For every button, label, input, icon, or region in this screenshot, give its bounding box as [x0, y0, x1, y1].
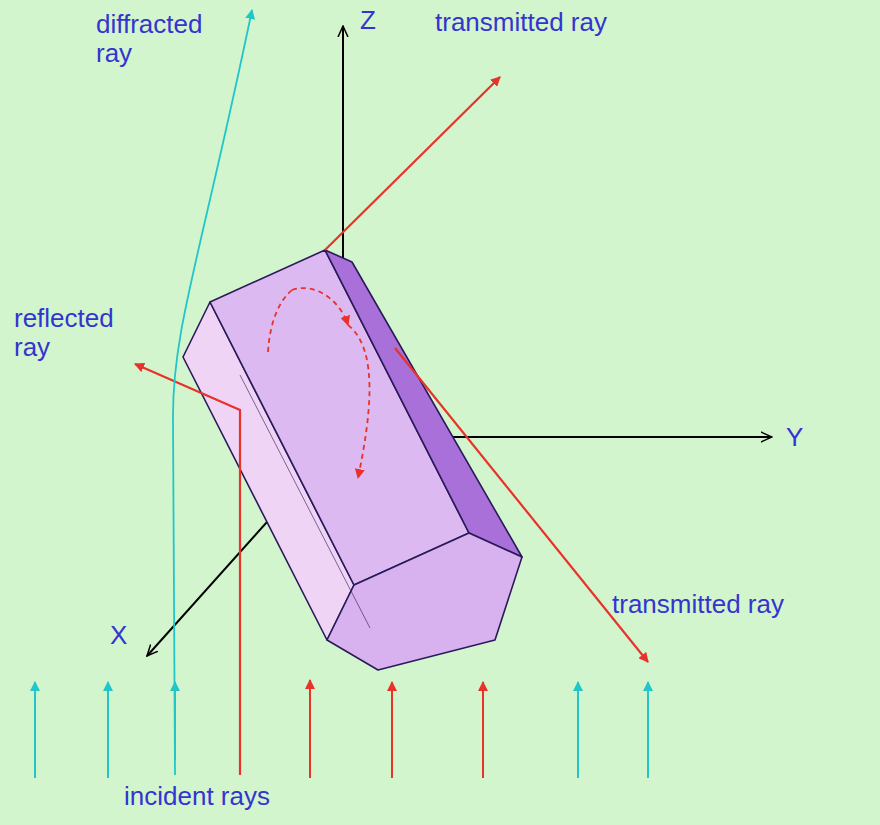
ray-label: transmitted ray: [435, 8, 607, 37]
axis-label: Z: [360, 6, 376, 35]
ray-label: diffracted ray: [96, 10, 236, 68]
hexagonal-prism: [183, 250, 522, 670]
incident-arrows: [35, 680, 648, 778]
ray-label: transmitted ray: [612, 590, 784, 619]
internal-rays: [268, 288, 370, 478]
diffracted-ray: [173, 10, 252, 775]
ray-label: reflected ray: [14, 304, 129, 362]
reflected-ray: [135, 364, 240, 775]
axis-label: X: [110, 621, 127, 650]
transmitted-rays: [325, 77, 648, 662]
axis-label: Y: [786, 423, 803, 452]
caption-label: incident rays: [124, 782, 270, 811]
